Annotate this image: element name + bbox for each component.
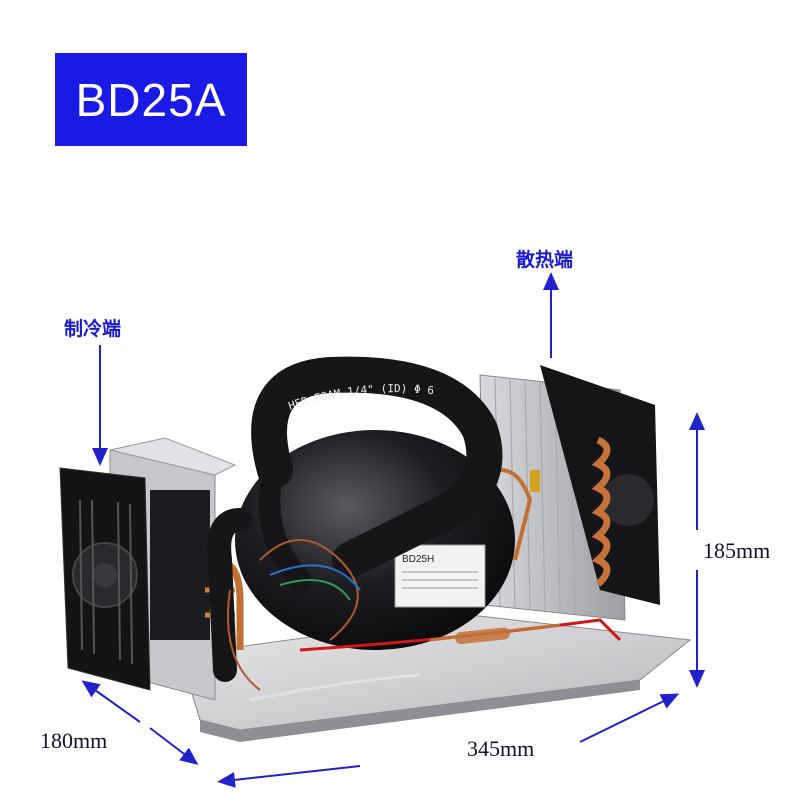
width-arrow-right xyxy=(579,693,680,743)
cold-end-fan-assembly xyxy=(59,437,244,701)
depth-arrow-left xyxy=(81,680,141,723)
width-arrow-left xyxy=(217,765,361,788)
height-dimension-label: 185mm xyxy=(703,538,771,563)
compressor-nameplate xyxy=(394,544,486,608)
filter-drier xyxy=(429,623,561,644)
hot-end-condenser xyxy=(479,365,660,621)
depth-arrow-right xyxy=(149,727,199,765)
nameplate-model: BD25H xyxy=(402,554,434,565)
hot-end-label: 散热端 xyxy=(516,249,574,271)
model-title: BD25A xyxy=(75,73,227,126)
depth-dimension-label: 180mm xyxy=(40,728,108,753)
cold-end-label: 制冷端 xyxy=(64,318,122,340)
model-title-box: BD25A xyxy=(55,53,247,146)
width-dimension-label: 345mm xyxy=(467,736,535,761)
base-plate xyxy=(179,614,692,742)
